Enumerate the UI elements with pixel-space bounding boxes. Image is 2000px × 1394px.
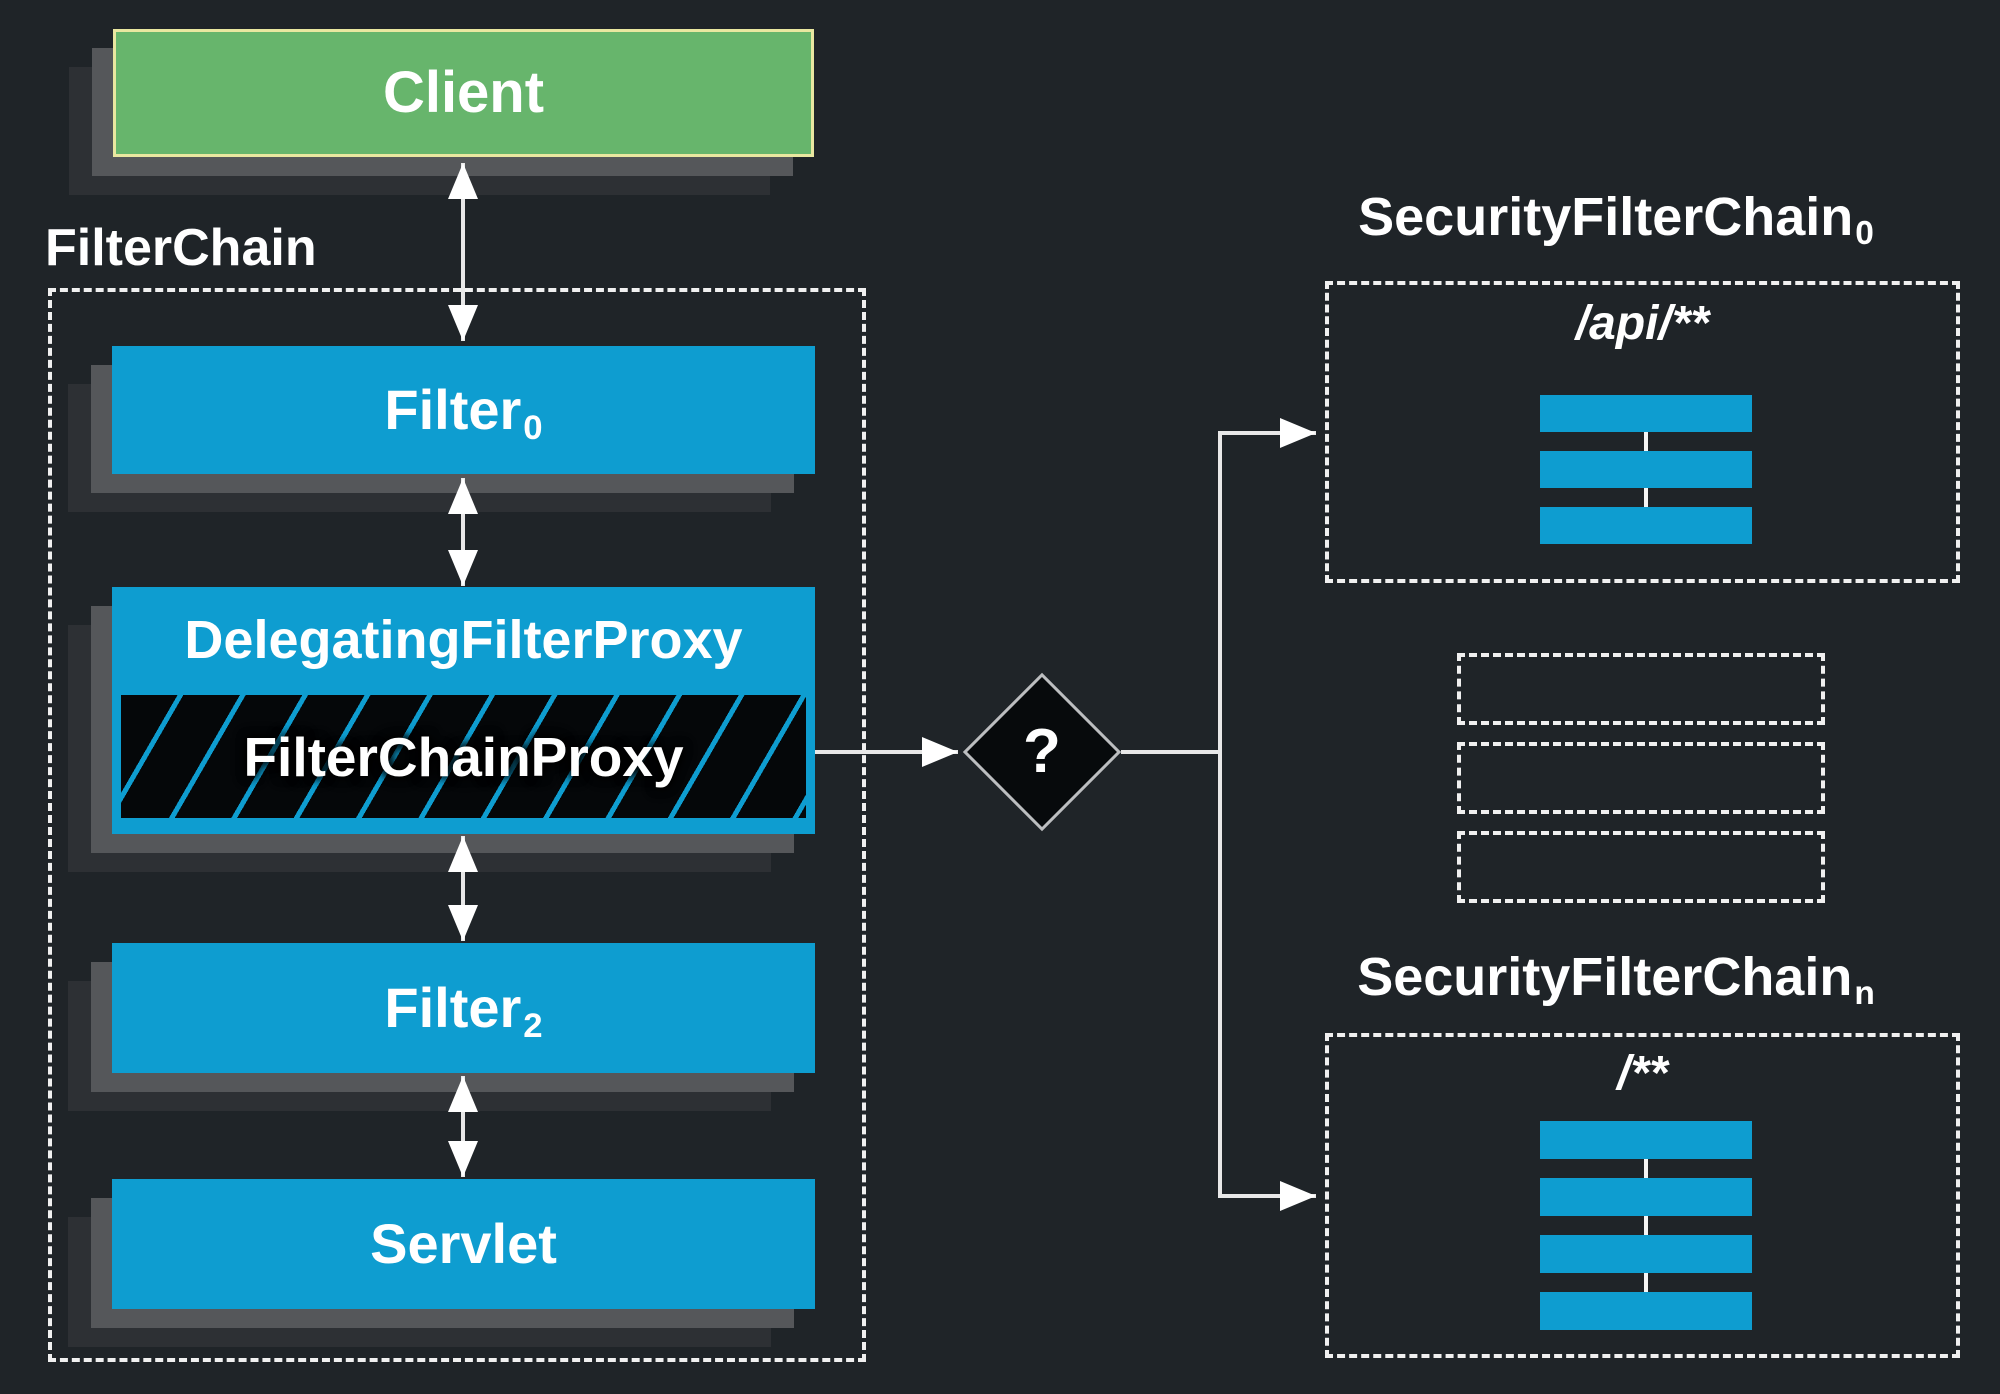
chainN-filter-bar (1540, 1121, 1752, 1159)
filter2-box-label: Filter2 (384, 976, 543, 1045)
chain0-url-pattern: /api/** (1575, 297, 1710, 350)
arrow-branch-chainN (1218, 752, 1316, 1211)
arrow-branch-chain0 (1218, 418, 1316, 752)
elided-chain-placeholder (1457, 653, 1825, 725)
chain0-bar-link (1644, 432, 1648, 451)
filter0-box: Filter0 (112, 346, 815, 474)
filter-chain-proxy-label: FilterChainProxy (243, 725, 684, 788)
filter2-box: Filter2 (112, 943, 815, 1073)
chainN-url-pattern: /** (1617, 1047, 1668, 1100)
servlet-box-label: Servlet (370, 1212, 557, 1275)
client-box: Client (113, 29, 814, 157)
chain0-filter-bar (1540, 451, 1752, 488)
security-filter-chainN-box (1325, 1033, 1960, 1358)
security-filter-chainN-label: SecurityFilterChainn (1357, 947, 1875, 1013)
chainN-bar-link (1644, 1273, 1648, 1292)
security-filter-chain0-box (1325, 281, 1960, 583)
chainN-filter-bar (1540, 1178, 1752, 1216)
chain0-filter-bar (1540, 507, 1752, 544)
security-filter-chain0-label: SecurityFilterChain0 (1358, 187, 1874, 253)
chainN-bar-link (1644, 1216, 1648, 1235)
delegating-filter-proxy-label: DelegatingFilterProxy (184, 610, 743, 670)
filter-chain-proxy-box: FilterChainProxy (121, 695, 806, 818)
decision-diamond: ? (962, 672, 1122, 832)
filterchain-region-label: FilterChain (45, 219, 317, 277)
elided-chain-placeholder (1457, 742, 1825, 814)
chain0-bar-link (1644, 488, 1648, 507)
chainN-filter-bar (1540, 1292, 1752, 1330)
delegating-filter-proxy-box: DelegatingFilterProxy FilterChainProxy (112, 587, 815, 834)
decision-diamond-label: ? (1023, 717, 1061, 786)
elided-chain-placeholder (1457, 831, 1825, 903)
chainN-bar-link (1644, 1159, 1648, 1178)
chain0-filter-bar (1540, 395, 1752, 432)
client-box-label: Client (382, 60, 545, 125)
servlet-box: Servlet (112, 1179, 815, 1309)
filter0-box-label: Filter0 (384, 378, 543, 447)
chainN-filter-bar (1540, 1235, 1752, 1273)
